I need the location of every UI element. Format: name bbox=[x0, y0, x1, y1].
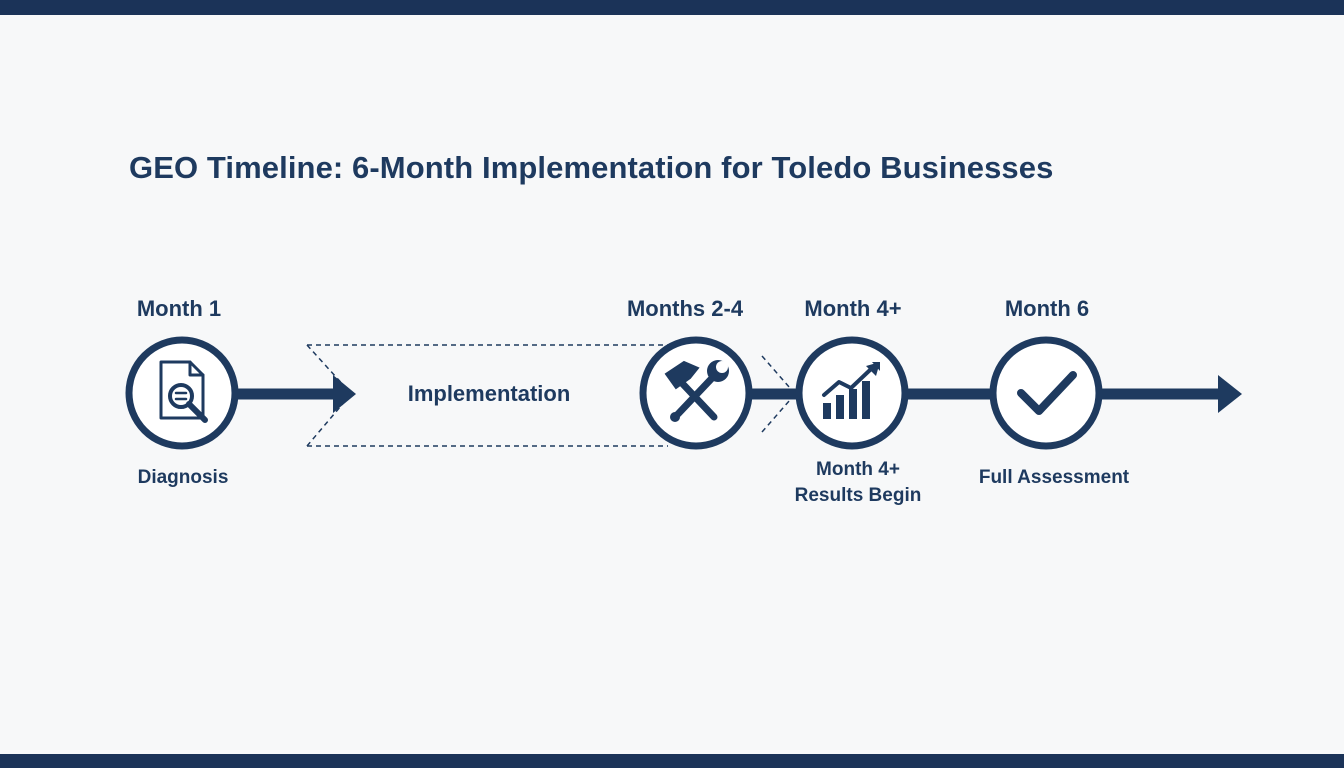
page-title: GEO Timeline: 6-Month Implementation for… bbox=[129, 150, 1054, 185]
bottom-band bbox=[0, 754, 1344, 768]
document-search-icon bbox=[159, 360, 208, 423]
phase-label-implementation: Implementation bbox=[407, 381, 571, 406]
milestone-caption-diagnosis: Diagnosis bbox=[137, 467, 229, 488]
arrowhead-final bbox=[1218, 375, 1242, 413]
growth-chart-icon bbox=[822, 362, 880, 419]
checkmark-icon bbox=[1017, 371, 1077, 415]
milestone-period-months-2-4: Months 2-4 bbox=[626, 296, 744, 321]
milestone-caption-full-assessment: Full Assessment bbox=[978, 467, 1130, 488]
top-band bbox=[0, 0, 1344, 15]
milestone-caption-month-4-plus: Month 4+ bbox=[816, 459, 900, 480]
milestone-period-month-6: Month 6 bbox=[1004, 296, 1090, 321]
tools-icon bbox=[664, 360, 729, 422]
milestone-period-month-1: Month 1 bbox=[136, 296, 222, 321]
milestone-caption-results-begin: Results Begin bbox=[794, 485, 922, 506]
arrowhead-first bbox=[333, 375, 356, 413]
milestone-period-month-4-plus: Month 4+ bbox=[804, 296, 902, 321]
